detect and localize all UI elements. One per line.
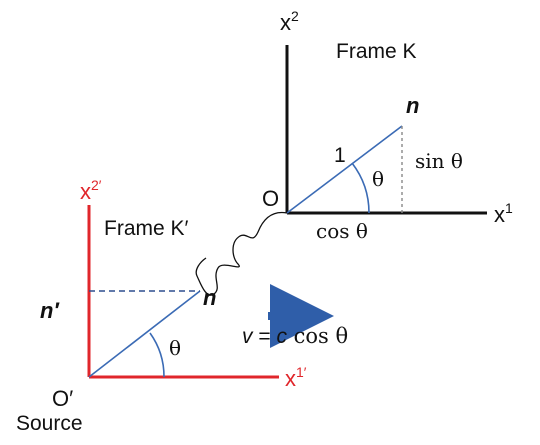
k-x2-label: x2	[280, 8, 299, 35]
k-sin-label: sin θ	[415, 149, 463, 173]
kp-n-vector	[88, 290, 201, 378]
k-n-label: n	[406, 93, 419, 118]
k-frame-title: Frame K	[336, 40, 417, 63]
k-cos-label: cos θ	[316, 219, 368, 243]
kp-angle-arc	[149, 332, 165, 378]
kp-x1-label: x1′	[285, 364, 307, 391]
k-n-vector	[286, 125, 403, 214]
k-origin-label: O	[262, 186, 279, 211]
kp-n-label: n	[203, 285, 216, 310]
kp-angle-label: θ	[169, 336, 181, 360]
k-x1-label: x1	[494, 200, 513, 227]
k-angle-label: θ	[372, 167, 384, 191]
k-hyp-label: 1	[334, 144, 346, 167]
source-label: Source	[16, 412, 83, 435]
kp-origin-label: O′	[52, 386, 73, 411]
kp-x2-label: x2′	[80, 177, 102, 204]
velocity-equation: v = c cos θ	[242, 324, 348, 348]
k-angle-arc	[351, 162, 370, 214]
kp-frame-title: Frame K′	[104, 217, 189, 240]
kp-projection-label: n′	[40, 298, 60, 323]
photon-wave	[195, 211, 288, 296]
